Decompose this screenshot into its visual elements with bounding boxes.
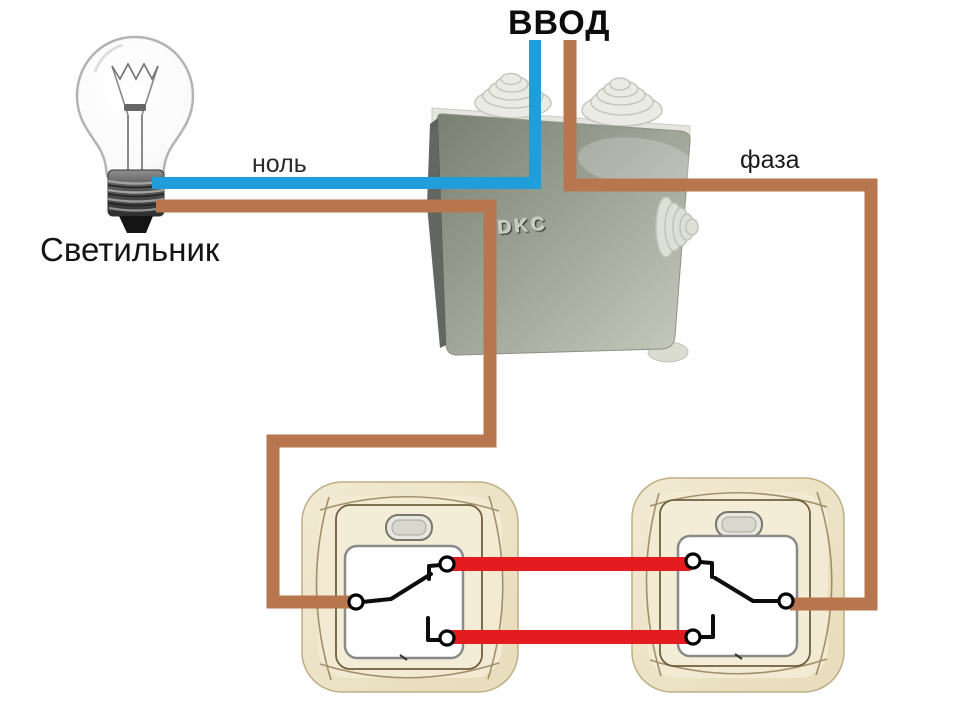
label-phase: фаза (740, 146, 800, 174)
bulb-stem-collar (124, 104, 146, 111)
terminal-right-common (777, 592, 795, 610)
switch-left-lever (360, 572, 433, 604)
switch-left-indicator-lens (391, 519, 427, 536)
label-neutral: ноль (252, 150, 307, 178)
cable-gland-top-right-icon (581, 77, 663, 127)
terminal-left-common (347, 593, 365, 611)
switch-right-schematic (698, 560, 782, 639)
light-bulb-icon (75, 35, 195, 233)
switch-left (301, 481, 519, 693)
switch-right-lower-contact (698, 614, 715, 639)
bulb-glass-highlight (93, 43, 123, 73)
junction-box (427, 72, 699, 363)
switch-right-mark (734, 653, 743, 660)
terminals (347, 552, 795, 647)
switch-left-lower-contact (426, 616, 443, 642)
label-lamp: Светильник (40, 231, 220, 268)
cable-gland-side-icon (655, 196, 699, 258)
switch-left-plate-creases (315, 495, 504, 681)
switch-left-upper-contact (427, 563, 443, 581)
switch-right-lever (713, 576, 782, 603)
switch-right (631, 477, 845, 693)
junction-box-left-edge (427, 118, 446, 348)
phase-input-wire (563, 40, 878, 611)
bulb-contact-tip (119, 216, 153, 233)
switch-left-mark (399, 654, 408, 661)
terminal-left-upper (438, 555, 456, 573)
terminal-right-upper (684, 552, 702, 570)
label-input: ВВОД (508, 4, 611, 42)
junction-box-face (437, 113, 691, 356)
neutral-wire (152, 40, 541, 189)
switch-right-plate-creases (645, 491, 833, 677)
cable-gland-top-left-icon (474, 72, 552, 119)
wires (152, 40, 878, 644)
junction-box-highlight (578, 137, 694, 187)
switch-left-schematic (360, 563, 443, 642)
junction-box-brand: DKC (497, 213, 549, 240)
switch-right-upper-contact (698, 560, 714, 579)
terminal-left-lower (438, 629, 456, 647)
switch-right-indicator-lens (721, 516, 757, 533)
terminal-right-lower (684, 628, 702, 646)
lamp-phase-wire (156, 199, 497, 609)
